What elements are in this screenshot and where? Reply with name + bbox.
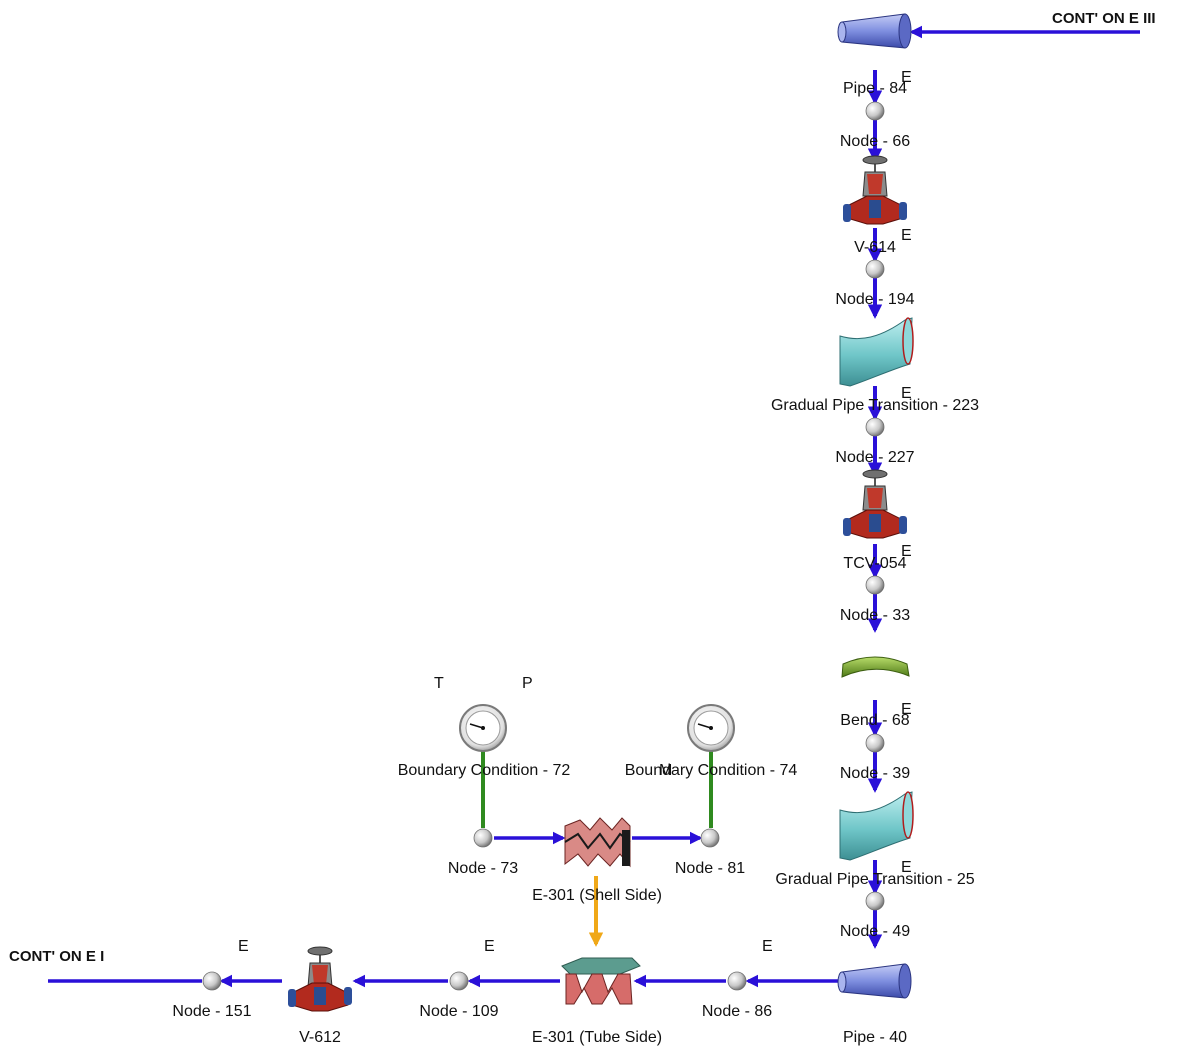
- label-gpt-223: Gradual Pipe Transition - 223: [770, 397, 980, 414]
- label-node-81: Node - 81: [674, 860, 746, 877]
- pressure-gauge-bc74-icon[interactable]: [687, 704, 735, 752]
- flag-e-v612: E: [238, 938, 249, 955]
- label-e301-tube: E-301 (Tube Side): [531, 1029, 663, 1046]
- node-49-icon[interactable]: [865, 891, 885, 911]
- flag-m: M: [659, 762, 673, 779]
- label-node-66: Node - 66: [839, 133, 911, 150]
- label-v-614: V-614: [854, 239, 896, 256]
- valve-v612-icon[interactable]: [288, 946, 352, 1012]
- flag-e-tcv054: E: [901, 543, 912, 560]
- flag-t: T: [434, 675, 444, 692]
- label-node-227: Node - 227: [835, 449, 915, 466]
- label-node-151: Node - 151: [172, 1003, 252, 1020]
- label-bc-72: Boundary Condition - 72: [397, 762, 571, 779]
- label-node-109: Node - 109: [419, 1003, 499, 1020]
- node-194-icon[interactable]: [865, 259, 885, 279]
- gradual-pipe-transition-25-icon[interactable]: [839, 791, 914, 861]
- flag-e-gpt25: E: [901, 859, 912, 876]
- label-e301-shell: E-301 (Shell Side): [532, 887, 662, 904]
- flag-e-bend68: E: [901, 701, 912, 718]
- label-v-612: V-612: [299, 1029, 341, 1046]
- node-81-icon[interactable]: [700, 828, 720, 848]
- gradual-pipe-transition-223-icon[interactable]: [839, 317, 914, 387]
- pipe-84-icon[interactable]: [837, 13, 912, 49]
- node-73-icon[interactable]: [473, 828, 493, 848]
- label-pipe-40: Pipe - 40: [842, 1029, 908, 1046]
- heat-exchanger-e301-tube-icon[interactable]: [561, 957, 641, 1005]
- node-33-icon[interactable]: [865, 575, 885, 595]
- label-node-194: Node - 194: [835, 291, 915, 308]
- pipe-40-icon[interactable]: [837, 963, 912, 999]
- node-109-icon[interactable]: [449, 971, 469, 991]
- pressure-gauge-bc72-icon[interactable]: [459, 704, 507, 752]
- label-node-49: Node - 49: [839, 923, 911, 940]
- node-151-icon[interactable]: [202, 971, 222, 991]
- bend-68-icon[interactable]: [841, 656, 910, 678]
- label-node-73: Node - 73: [447, 860, 519, 877]
- offpage-connector-bottom[interactable]: CONT' ON E I: [9, 948, 105, 965]
- flag-e-node109: E: [484, 938, 495, 955]
- label-bend-68: Bend - 68: [840, 712, 910, 729]
- flag-e-pipe84: E: [901, 69, 912, 86]
- heat-exchanger-e301-shell-icon[interactable]: [564, 817, 631, 868]
- node-86-icon[interactable]: [727, 971, 747, 991]
- flag-p: P: [522, 675, 533, 692]
- flag-e-gpt223: E: [901, 385, 912, 402]
- flag-e-v614: E: [901, 227, 912, 244]
- label-pipe-84: Pipe - 84: [842, 80, 908, 97]
- node-39-icon[interactable]: [865, 733, 885, 753]
- node-66-icon[interactable]: [865, 101, 885, 121]
- valve-v614-icon[interactable]: [843, 155, 907, 225]
- label-tcv-054: TCV-054: [843, 555, 907, 572]
- label-node-39: Node - 39: [839, 765, 911, 782]
- node-spheres: [202, 101, 885, 991]
- flag-e-node86: E: [762, 938, 773, 955]
- label-bc-74: Boundary Condition - 74: [624, 762, 798, 779]
- valve-tcv054-icon[interactable]: [843, 469, 907, 539]
- label-node-86: Node - 86: [701, 1003, 773, 1020]
- offpage-connector-top[interactable]: CONT' ON E III: [1052, 10, 1156, 27]
- label-node-33: Node - 33: [839, 607, 911, 624]
- label-gpt-25: Gradual Pipe Transition - 25: [775, 871, 975, 888]
- node-227-icon[interactable]: [865, 417, 885, 437]
